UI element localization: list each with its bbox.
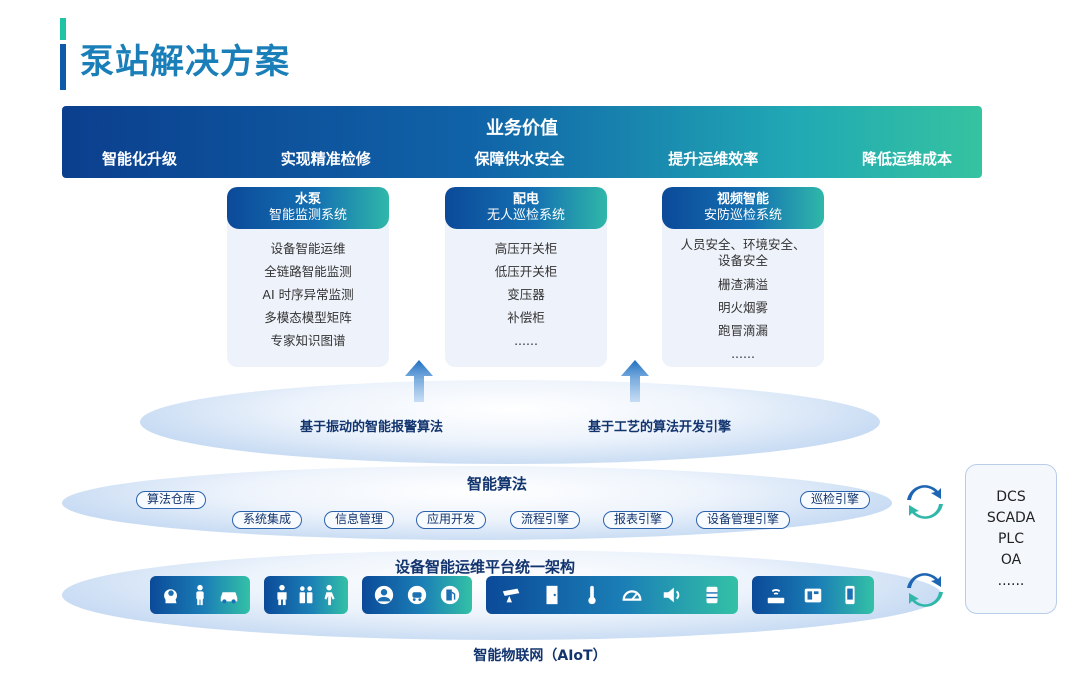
device-icon-group (150, 576, 250, 614)
up-arrow-icon (405, 360, 433, 402)
car-icon (217, 582, 241, 608)
thermometer-icon (580, 582, 604, 608)
module-pill: 巡检引擎 (800, 491, 871, 509)
value-item: 提升运维效率 (668, 150, 759, 168)
system-card-subtitle: 无人巡检系统 (486, 208, 565, 223)
system-feature: 专家知识图谱 (270, 333, 346, 348)
platform-layer-title: 设备智能运维平台统一架构 (395, 558, 576, 576)
external-systems-panel: DCS SCADA PLC OA ...... (965, 464, 1057, 614)
speaker-icon (660, 582, 684, 608)
system-feature: 低压开关柜 (494, 264, 558, 279)
system-feature: 多模态模型矩阵 (264, 310, 352, 325)
device-icon-group (486, 576, 738, 614)
external-system-item: OA (1000, 552, 1022, 568)
camera-icon (500, 582, 524, 608)
gauge-icon (620, 582, 644, 608)
router-icon (764, 582, 788, 608)
system-card-title: 水泵 (294, 192, 321, 207)
value-item: 降低运维成本 (861, 150, 952, 168)
module-pill: 系统集成 (232, 511, 303, 529)
system-card-header: 配电 无人巡检系统 (445, 187, 607, 229)
system-feature: 变压器 (507, 287, 545, 302)
external-system-item: SCADA (986, 510, 1036, 526)
person-icon (188, 582, 212, 608)
system-card-title: 配电 (512, 192, 539, 207)
algorithm-layer-title: 智能算法 (467, 475, 528, 493)
barrel-icon (700, 582, 724, 608)
system-card-header: 视频智能 安防巡检系统 (662, 187, 824, 229)
system-card-video: 视频智能 安防巡检系统 人员安全、环境安全、 设备安全 栅渣满溢 明火烟雾 跑冒… (662, 187, 824, 367)
value-item: 保障供水安全 (474, 150, 565, 168)
sync-icon (905, 570, 945, 610)
system-feature: 栅渣满溢 (717, 277, 768, 292)
system-feature: ...... (514, 333, 538, 348)
group-icon (294, 582, 318, 608)
system-feature: 设备智能运维 (270, 241, 346, 256)
system-feature: 高压开关柜 (494, 241, 558, 256)
business-value-title: 业务价值 (486, 118, 558, 139)
system-card-subtitle: 安防巡检系统 (703, 208, 782, 223)
value-item: 智能化升级 (102, 150, 178, 168)
device-icon-group (362, 576, 472, 614)
system-feature: ...... (731, 346, 755, 361)
system-card-header: 水泵 智能监测系统 (227, 187, 389, 229)
title-accent-bar (60, 18, 66, 90)
module-pill: 报表引擎 (603, 511, 674, 529)
system-card-title: 视频智能 (716, 192, 769, 207)
device-icon-group (264, 576, 348, 614)
system-feature: 明火烟雾 (717, 300, 768, 315)
system-feature: 人员安全、环境安全、 (680, 237, 806, 252)
module-pill: 流程引擎 (510, 511, 581, 529)
external-system-item: DCS (996, 489, 1026, 505)
engine-ellipse (140, 380, 880, 464)
fuel-icon (438, 582, 462, 608)
sync-icon (905, 482, 945, 522)
worker-icon (270, 582, 294, 608)
mobile-icon (838, 582, 862, 608)
value-item: 实现精准检修 (280, 150, 371, 168)
system-feature: 全链路智能监测 (264, 264, 352, 279)
phone-icon (801, 582, 825, 608)
page-title: 泵站解决方案 (80, 42, 290, 82)
module-pill: 信息管理 (324, 511, 395, 529)
door-icon (540, 582, 564, 608)
system-card-subtitle: 智能监测系统 (268, 208, 347, 223)
user-badge-icon (372, 582, 396, 608)
engine-label-left: 基于振动的智能报警算法 (300, 420, 444, 435)
driver-icon (405, 582, 429, 608)
module-pill: 设备管理引擎 (696, 511, 791, 529)
system-feature: 补偿柜 (507, 310, 545, 325)
system-feature: AI 时序异常监测 (262, 287, 354, 302)
system-card-power: 配电 无人巡检系统 高压开关柜 低压开关柜 变压器 补偿柜 ...... (445, 187, 607, 367)
system-feature: 跑冒滴漏 (717, 323, 768, 338)
system-card-pump: 水泵 智能监测系统 设备智能运维 全链路智能监测 AI 时序异常监测 多模态模型… (227, 187, 389, 367)
business-value-bar: 业务价值 智能化升级 实现精准检修 保障供水安全 提升运维效率 降低运维成本 (62, 106, 982, 178)
engine-label-right: 基于工艺的算法开发引擎 (588, 420, 732, 435)
iot-layer-label: 智能物联网（AIoT） (473, 648, 607, 664)
head-chat-icon (159, 582, 183, 608)
external-system-item: PLC (997, 531, 1025, 547)
external-system-item: ...... (997, 573, 1025, 589)
module-pill: 应用开发 (416, 511, 487, 529)
up-arrow-icon (621, 360, 649, 402)
module-pill: 算法仓库 (136, 491, 207, 509)
walker-icon (318, 582, 342, 608)
system-feature: 设备安全 (717, 253, 768, 268)
device-icon-group (752, 576, 874, 614)
